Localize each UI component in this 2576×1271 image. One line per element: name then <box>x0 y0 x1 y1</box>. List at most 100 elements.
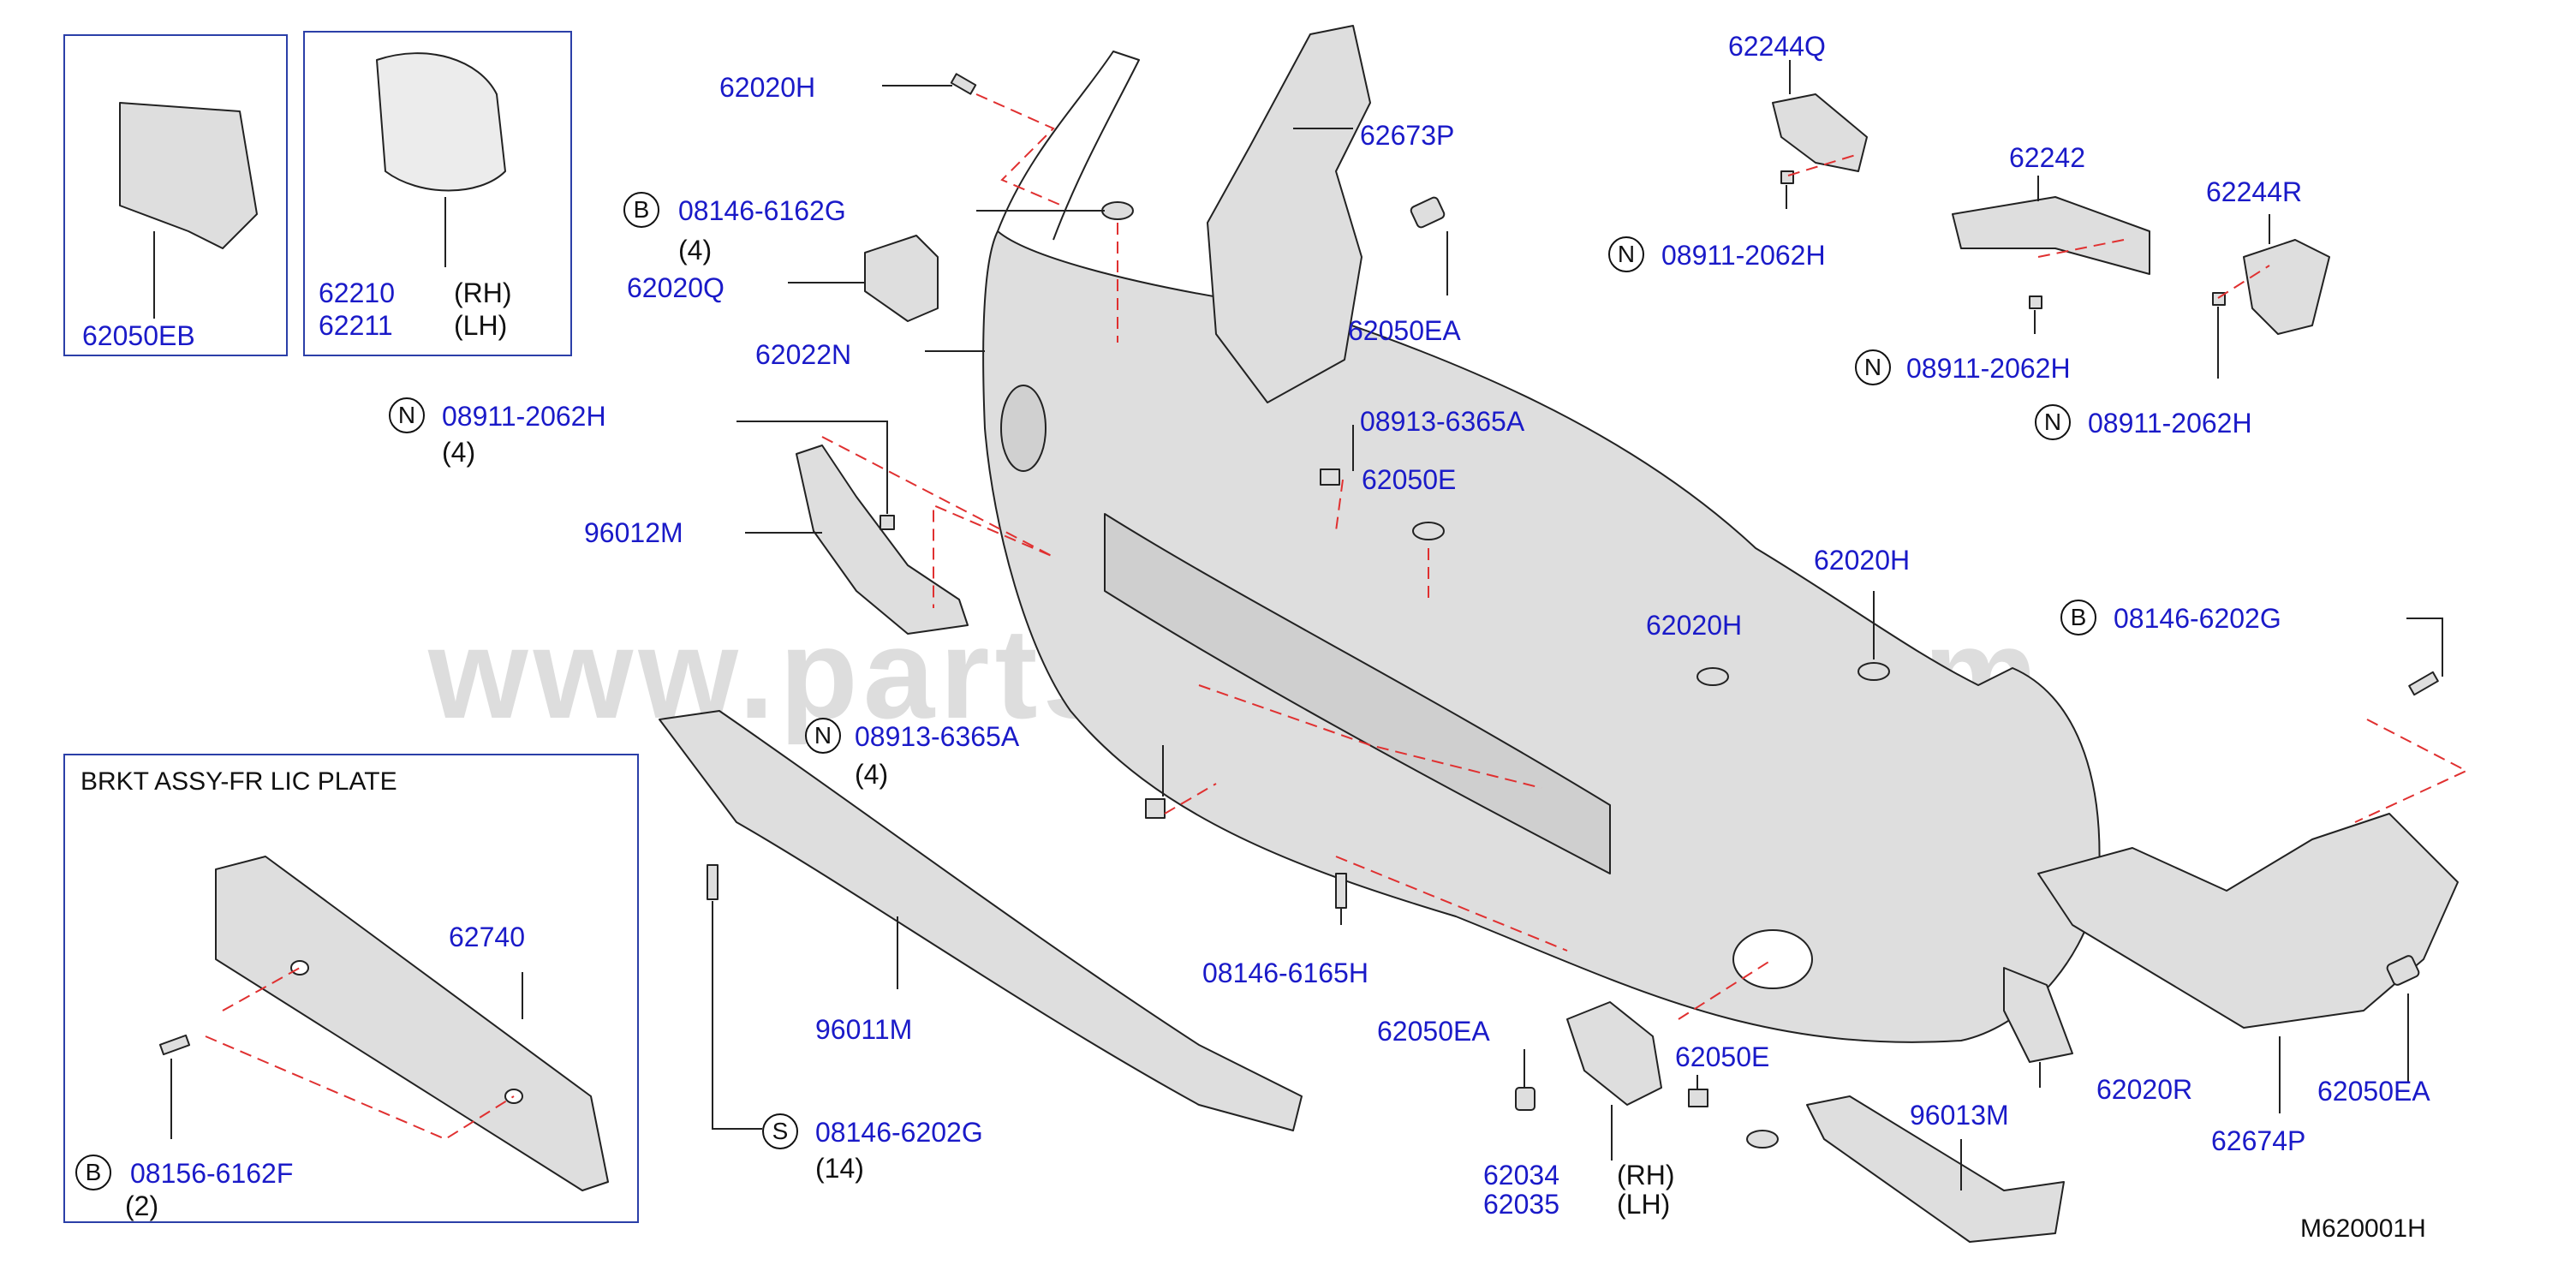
clip-62050ea-top <box>1410 196 1446 229</box>
dash-line-6 <box>1164 684 1568 952</box>
label-62022n: 62022N <box>755 339 852 370</box>
label-08911-r1: 08911-2062H <box>1906 353 2071 384</box>
label-62035: 62035 <box>1483 1189 1559 1220</box>
part-96012m <box>796 445 969 635</box>
circle-n-4: N <box>1855 349 1891 385</box>
label-62244r: 62244R <box>2206 176 2303 207</box>
clip-62050e-low <box>1746 1130 1779 1149</box>
bolt-08156-6162f <box>158 1034 191 1056</box>
circle-b-1: B <box>623 192 659 228</box>
clip-62050ea-low <box>1515 1087 1535 1111</box>
label-62673p: 62673P <box>1360 120 1455 151</box>
label-62020r: 62020R <box>2096 1074 2193 1105</box>
label-08911-left: 08911-2062H <box>442 401 606 432</box>
dash-line-9 <box>1787 153 1859 176</box>
dash-line-13 <box>222 967 301 1011</box>
label-62210: 62210 <box>319 277 395 308</box>
label-08911-r2: 08911-2062H <box>2088 408 2252 439</box>
label-62050e-mid: 62050E <box>1362 464 1457 495</box>
nut-08913-mid <box>1320 468 1340 486</box>
nut-08911-mid <box>1780 170 1794 184</box>
part-96011m <box>659 710 1303 1131</box>
part-62020q <box>864 235 939 322</box>
label-62050e-low: 62050E <box>1675 1041 1770 1072</box>
inset-box-62210 <box>303 31 572 356</box>
label-96011m: 96011M <box>815 1014 913 1045</box>
label-08146-6162g: 08146-6162G <box>678 195 846 226</box>
label-62020h-right: 62020H <box>1814 545 1911 576</box>
label-62020h-mid: 62020H <box>1646 610 1743 641</box>
part-62020r <box>2003 967 2073 1063</box>
label-62244q: 62244Q <box>1728 31 1826 62</box>
dash-line-1 <box>975 93 1063 206</box>
dash-line-10 <box>2037 239 2125 258</box>
label-62050ea-top: 62050EA <box>1348 315 1461 346</box>
label-62020q: 62020Q <box>627 272 724 303</box>
label-08146-6202g-s: 08146-6202G <box>815 1117 983 1148</box>
circle-n-5: N <box>2035 404 2071 440</box>
bolt-08146-6165h <box>1335 873 1347 909</box>
nut-62050e-low <box>1688 1089 1708 1107</box>
circle-b-2: B <box>2060 600 2096 636</box>
label-08913-left: 08913-6365A <box>855 721 1020 752</box>
qty-4-a: (4) <box>678 235 713 266</box>
clip-62020h-right <box>1857 662 1890 681</box>
dash-line-4 <box>1335 479 1344 532</box>
part-62050eb <box>119 102 258 249</box>
plate-box-title: BRKT ASSY-FR LIC PLATE <box>80 767 397 796</box>
label-lh-62211: (LH) <box>454 310 508 341</box>
label-62050eb: 62050EB <box>82 320 195 351</box>
circle-n-2: N <box>805 718 841 754</box>
qty-2: (2) <box>125 1190 159 1221</box>
label-08913-mid: 08913-6365A <box>1360 406 1525 437</box>
dash-line-2 <box>821 436 1054 608</box>
label-96012m: 96012M <box>584 517 683 548</box>
fog-lamp-hole-left <box>1000 385 1046 472</box>
label-08156-6162f: 08156-6162F <box>130 1158 294 1189</box>
fog-lamp-hole <box>1732 929 1813 989</box>
nut-08911-r1 <box>2029 295 2042 309</box>
circle-n-1: N <box>389 397 425 433</box>
label-62020h-top: 62020H <box>719 72 816 103</box>
clip-62050e-mid <box>1412 522 1445 540</box>
diagram-code: M620001H <box>2300 1214 2426 1243</box>
dash-line-12 <box>205 1035 515 1141</box>
bumper-top-edge <box>997 51 1140 241</box>
label-62242: 62242 <box>2009 142 2085 173</box>
part-62673p <box>1207 25 1371 403</box>
label-08146-6202g-b: 08146-6202G <box>2114 603 2281 634</box>
clip-62050ea-right <box>2386 955 2420 986</box>
leader-08146-6202g-s <box>712 901 762 1130</box>
inset-box-62050eb <box>63 34 288 356</box>
leader-08146-6202g-b <box>2406 618 2443 677</box>
dash-line-11 <box>2217 265 2270 299</box>
bolt-08146-6202g-s <box>707 864 719 900</box>
circle-b-plate: B <box>75 1155 111 1190</box>
part-62740 <box>215 856 609 1191</box>
part-62674p <box>2037 813 2459 1029</box>
qty-14: (14) <box>815 1153 864 1184</box>
label-62050ea-right: 62050EA <box>2317 1076 2430 1107</box>
label-62740: 62740 <box>449 922 525 952</box>
circle-s: S <box>762 1113 798 1149</box>
clip-62020h-mid <box>1696 667 1729 686</box>
label-62050ea-low: 62050EA <box>1377 1016 1490 1047</box>
nut-08913-left <box>1145 798 1166 819</box>
label-08911-mid: 08911-2062H <box>1661 240 1826 271</box>
label-62211: 62211 <box>319 310 393 341</box>
dash-line-8 <box>2354 719 2469 823</box>
qty-4-c: (4) <box>855 759 889 790</box>
nut-08911-left <box>880 515 895 530</box>
part-62034 <box>1566 1001 1662 1106</box>
bolt-08146-6202g-b <box>2408 671 2439 696</box>
part-96013m <box>1806 1095 2065 1243</box>
clip-62020h-top <box>1101 201 1134 220</box>
part-62244r <box>2243 239 2330 335</box>
bumper-lower-slot <box>1104 513 1611 874</box>
label-62034: 62034 <box>1483 1160 1559 1190</box>
label-96013m: 96013M <box>1910 1100 2009 1131</box>
qty-4-b: (4) <box>442 437 476 468</box>
label-08146-6165h: 08146-6165H <box>1202 958 1368 988</box>
